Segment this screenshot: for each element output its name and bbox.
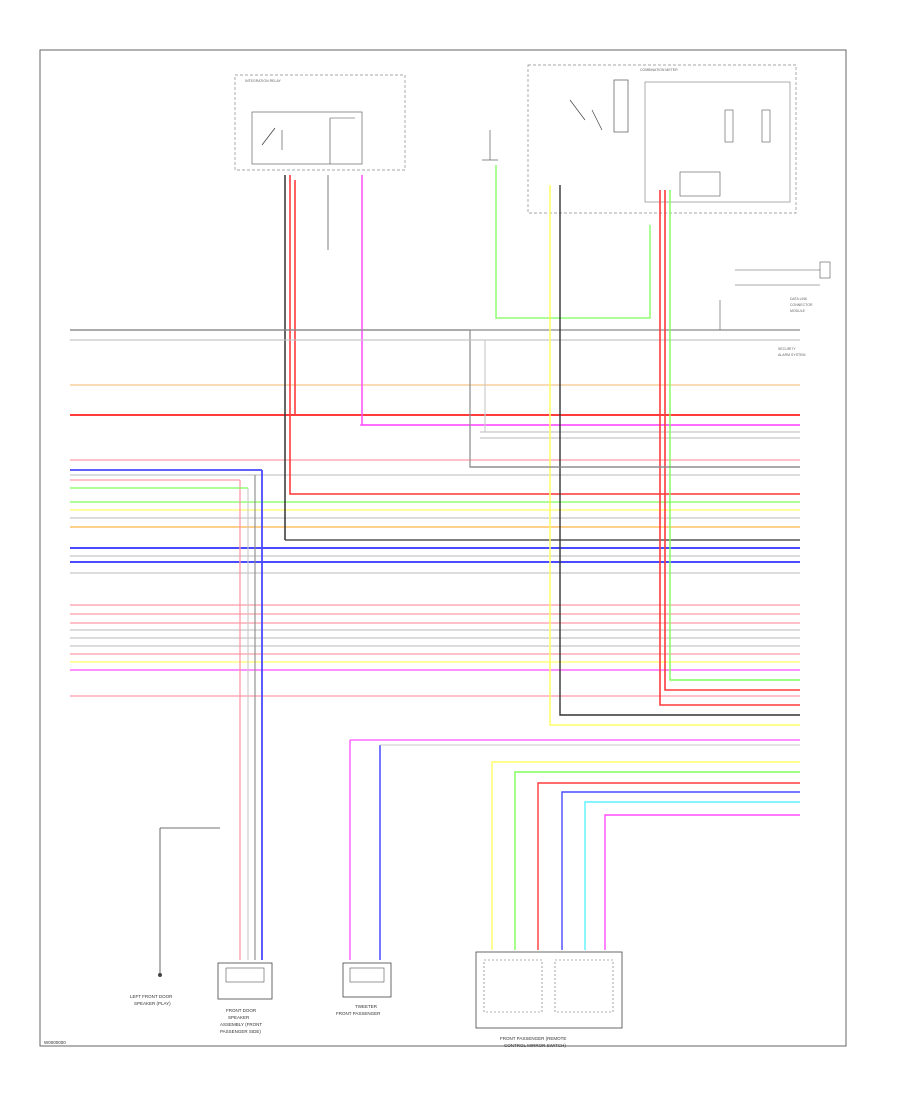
- wire-43: [70, 339, 486, 432]
- right-caption-3: MODULE: [790, 309, 806, 313]
- speaker-assembly-caption-3: ASSEMBLY (FRONT: [220, 1022, 262, 1027]
- left-door-caption-2: SPEAKER (PLAY): [134, 1001, 171, 1006]
- wire-57: [537, 782, 800, 950]
- tweeter-caption-1: TWEETER: [355, 1004, 378, 1009]
- combination-meter-box: COMBINATION METER: [527, 64, 797, 214]
- speaker-assembly-caption-4: PASSENGER SIDE): [220, 1029, 261, 1034]
- wire-60: [604, 814, 800, 950]
- left-door-speaker: LEFT FRONT DOOR SPEAKER (PLAY): [130, 827, 220, 1006]
- meter-box-caption: COMBINATION METER: [640, 68, 678, 72]
- wire-40: [664, 190, 800, 691]
- mirror-caption-1: FRONT PASSENGER (REMOTE: [500, 1036, 566, 1041]
- wire-37: [549, 185, 800, 726]
- wire-58: [561, 791, 800, 950]
- left-door-caption-1: LEFT FRONT DOOR: [130, 994, 173, 999]
- ground-switch: [482, 130, 498, 161]
- integration-relay-box: INTEGRATION RELAY: [234, 74, 406, 171]
- wire-39: [659, 190, 800, 706]
- wire-56: [514, 771, 800, 950]
- right-side-connectors: DATA LINK CONNECTOR MODULE SECURITY ALAR…: [719, 261, 831, 357]
- mirror-caption-2: CONTROL MIRROR SWITCH): [504, 1043, 566, 1048]
- right-caption-2: CONNECTOR: [790, 303, 813, 307]
- wire-38: [559, 185, 800, 716]
- wire-35: [361, 175, 800, 426]
- tweeter-caption-2: FRONT PASSENGER: [336, 1011, 381, 1016]
- wire-55: [491, 761, 800, 950]
- right-caption-4: SECURITY: [778, 347, 796, 351]
- wire-36: [495, 165, 651, 319]
- diagram-frame: [39, 49, 847, 1047]
- wire-41: [669, 190, 800, 681]
- wire-59: [584, 801, 800, 950]
- wire-bundle: [70, 165, 800, 960]
- speaker-assembly: FRONT DOOR SPEAKER ASSEMBLY (FRONT PASSE…: [217, 962, 273, 1034]
- mirror-switch-module: FRONT PASSENGER (REMOTE CONTROL MIRROR S…: [475, 951, 623, 1048]
- speaker-assembly-caption-1: FRONT DOOR: [226, 1008, 257, 1013]
- tweeter: TWEETER FRONT PASSENGER: [336, 962, 392, 1016]
- footer-code: W0000000: [44, 1040, 66, 1045]
- right-caption-5: ALARM SYSTEM: [778, 353, 806, 357]
- speaker-assembly-caption-2: SPEAKER: [228, 1015, 250, 1020]
- relay-box-caption: INTEGRATION RELAY: [245, 79, 282, 83]
- wire-32: [289, 175, 800, 495]
- right-caption-1: DATA LINK: [790, 297, 808, 301]
- wire-42: [70, 329, 800, 468]
